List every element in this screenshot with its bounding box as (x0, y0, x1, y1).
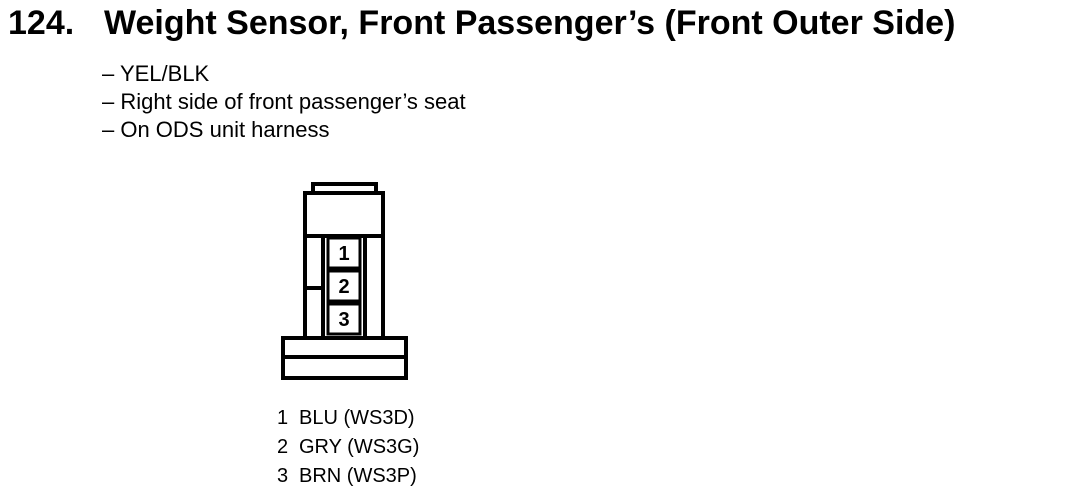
pin-row: 2 GRY (WS3G) (277, 433, 419, 462)
pin-row: 3 BRN (WS3P) (277, 462, 419, 491)
cavity-label-1: 1 (338, 243, 349, 265)
title-text: Weight Sensor, Front Passenger’s (Front … (104, 4, 956, 42)
pin-wire: GRY (WS3G) (299, 436, 420, 458)
pin-wire: BLU (WS3D) (299, 407, 415, 429)
cavity-2 (326, 269, 362, 303)
pin-wire: BRN (WS3P) (299, 465, 417, 487)
pin-number: 3 (277, 465, 289, 487)
description-location: – Right side of front passenger’s seat (102, 89, 466, 114)
description-harness: – On ODS unit harness (102, 117, 330, 142)
cavity-3 (326, 302, 362, 336)
title-number: 124. (8, 4, 75, 42)
pin-list: 1 BLU (WS3D) 2 GRY (WS3G) 3 BRN (WS3P) (277, 404, 419, 491)
cavity-label-2: 2 (338, 276, 349, 298)
pin-number: 2 (277, 436, 289, 458)
connector-description: – YEL/BLK – Right side of front passenge… (102, 60, 466, 144)
pin-number: 1 (277, 407, 289, 429)
cavity-1 (326, 236, 362, 270)
pin-row: 1 BLU (WS3D) (277, 404, 419, 433)
page-title: 124. Weight Sensor, Front Passenger’s (Fr… (8, 4, 955, 43)
cavity-label-3: 3 (338, 309, 349, 331)
description-wire-color: – YEL/BLK (102, 61, 210, 86)
